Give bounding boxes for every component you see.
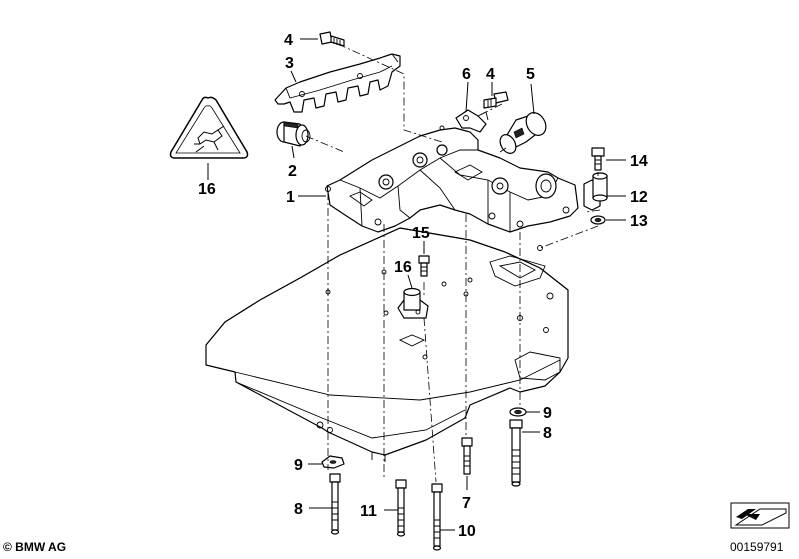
- esd-warning-triangle-icon: [169, 96, 249, 159]
- callout-16-sensor: 16: [394, 259, 412, 276]
- callout-1: 1: [286, 189, 295, 206]
- seal-ring-13: [590, 215, 606, 225]
- sensor-16: [397, 287, 429, 319]
- callout-11: 11: [360, 503, 377, 520]
- callout-16-triangle: 16: [198, 181, 216, 198]
- vehicle-orientation-arrow-icon: [730, 502, 790, 529]
- callout-12: 12: [630, 189, 648, 206]
- callout-4-middle: 4: [486, 66, 495, 83]
- harness-bracket: [274, 53, 401, 113]
- callout-5: 5: [526, 66, 535, 83]
- document-number: 00159791: [730, 540, 784, 554]
- callout-2: 2: [288, 163, 297, 180]
- callout-4-top: 4: [284, 32, 293, 49]
- bolt-10: [431, 483, 443, 551]
- callout-3: 3: [285, 55, 294, 72]
- bolt-4-top: [319, 31, 345, 47]
- leader-lines: [207, 38, 626, 531]
- callout-15: 15: [412, 225, 430, 242]
- callout-7: 7: [462, 495, 471, 512]
- callout-labels: 4 3 2 1 6 4 5 14 12 13 15 16 16 9 8 9 7 …: [198, 32, 648, 540]
- bolt-4-middle: [483, 91, 509, 109]
- callout-13: 13: [630, 213, 648, 230]
- valve-body-housing: [325, 123, 579, 233]
- assembly-lines: [305, 43, 601, 483]
- copyright-text: © BMW AG: [3, 540, 67, 554]
- callout-6: 6: [462, 66, 471, 83]
- base-plate: [205, 227, 569, 462]
- callout-9-right: 9: [543, 405, 552, 422]
- solenoid-valve-5: [499, 112, 547, 154]
- washer-9-right: [509, 407, 527, 417]
- bolt-15: [418, 255, 430, 277]
- bolt-7: [461, 437, 473, 475]
- callout-9-left: 9: [294, 457, 303, 474]
- bolt-14: [591, 147, 605, 171]
- washer-9-left: [321, 455, 345, 469]
- callout-8-left: 8: [294, 501, 303, 518]
- speed-sensor-12: [583, 172, 608, 211]
- callout-14: 14: [630, 153, 648, 170]
- bolt-8-left: [329, 473, 341, 535]
- callout-8-right: 8: [543, 425, 552, 442]
- callout-10: 10: [458, 523, 476, 540]
- pressure-solenoid-2: [276, 121, 311, 147]
- bolt-11: [395, 479, 407, 537]
- bolt-8-right: [509, 419, 523, 487]
